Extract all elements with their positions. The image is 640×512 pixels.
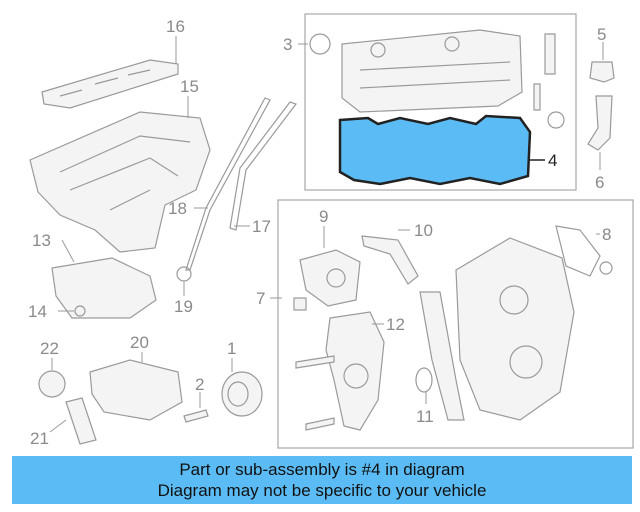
callout-20[interactable]: 20	[130, 333, 149, 352]
part-8-gasket[interactable]	[555, 225, 613, 277]
callout-21[interactable]: 21	[30, 429, 49, 448]
part-13-oil-pan-lower[interactable]	[51, 239, 157, 319]
callout-3[interactable]: 3	[283, 35, 292, 54]
callout-14[interactable]: 14	[28, 302, 47, 321]
part-4-valve-cover-gasket[interactable]	[338, 114, 545, 186]
callout-6[interactable]: 6	[595, 173, 604, 192]
part-11-seal[interactable]	[415, 367, 433, 404]
callout-13[interactable]: 13	[32, 231, 51, 250]
part-16-windage-tray[interactable]	[41, 36, 179, 109]
timing-cover-group-frame	[277, 199, 634, 449]
part-22-oil-filter-cap[interactable]	[38, 358, 66, 398]
callout-19[interactable]: 19	[174, 297, 193, 316]
callout-8[interactable]: 8	[602, 225, 611, 244]
callout-18[interactable]: 18	[168, 199, 187, 218]
callout-9[interactable]: 9	[319, 207, 328, 226]
callout-1[interactable]: 1	[227, 339, 236, 358]
pcv-tube[interactable]	[544, 33, 556, 75]
part-5-oil-filler-cap[interactable]	[589, 42, 615, 83]
callout-7[interactable]: 7	[256, 289, 265, 308]
gasket-strip[interactable]	[419, 291, 465, 421]
o-ring[interactable]	[547, 111, 565, 129]
callout-16[interactable]: 16	[166, 17, 185, 36]
bolt[interactable]	[305, 417, 335, 431]
valve-cover-group-frame	[304, 13, 577, 191]
part-6-oil-filler-tube[interactable]	[587, 95, 613, 170]
callout-11[interactable]: 11	[416, 407, 434, 426]
part-7-timing-cover[interactable]	[270, 237, 575, 421]
callout-15[interactable]: 15	[180, 77, 199, 96]
part-12-water-pump[interactable]	[325, 311, 385, 431]
callout-4[interactable]: 4	[548, 151, 557, 170]
callout-2[interactable]: 2	[195, 375, 204, 394]
part-15-oil-pan-upper[interactable]	[29, 96, 211, 253]
callout-12[interactable]: 12	[386, 315, 405, 334]
callout-22[interactable]: 22	[40, 339, 59, 358]
banner-line-1: Part or sub-assembly is #4 in diagram	[179, 460, 465, 479]
part-17-dipstick-tube[interactable]	[229, 101, 297, 231]
info-banner: Part or sub-assembly is #4 in diagram Di…	[12, 456, 632, 504]
sensor[interactable]	[533, 83, 541, 111]
part-1-crankshaft-pulley[interactable]	[221, 358, 263, 417]
callout-5[interactable]: 5	[597, 25, 606, 44]
part-3-valve-cover[interactable]	[298, 29, 523, 113]
part-10-coolant-hose[interactable]	[361, 229, 419, 285]
part-19-washer[interactable]	[176, 266, 192, 296]
callout-17[interactable]: 17	[252, 217, 271, 236]
banner-line-2: Diagram may not be specific to your vehi…	[157, 481, 487, 500]
part-21-oil-filter[interactable]	[49, 397, 97, 445]
part-2-pulley-bolt[interactable]	[183, 392, 209, 423]
part-9-water-outlet[interactable]	[299, 226, 361, 307]
part-20-oil-filter-housing[interactable]	[89, 352, 183, 421]
plug[interactable]	[293, 297, 307, 311]
bolt[interactable]	[295, 355, 335, 369]
callout-10[interactable]: 10	[414, 221, 433, 240]
part-14-drain-plug[interactable]	[58, 305, 86, 317]
